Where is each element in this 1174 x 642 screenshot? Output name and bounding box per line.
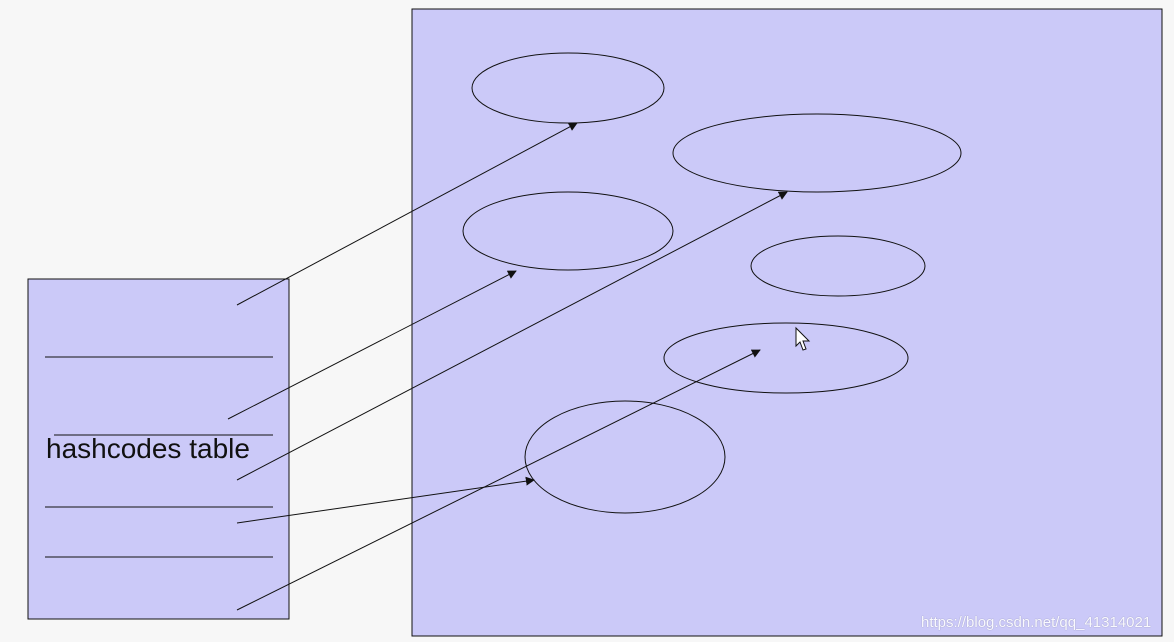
table-label: hashcodes table [46,433,250,464]
heap-object [672,113,962,193]
heap-area [411,8,1163,637]
mouse-cursor-icon [795,326,811,351]
hashcodes-table [27,278,290,620]
reference-arrow [236,191,788,481]
heap-object [462,191,674,271]
heap-object [663,322,909,394]
heap-object [524,400,726,514]
heap-object [750,235,926,297]
reference-arrow [236,122,578,306]
watermark: https://blog.csdn.net/qq_41314021 [921,614,1152,631]
reference-arrow [236,349,761,611]
reference-arrow [227,270,517,420]
